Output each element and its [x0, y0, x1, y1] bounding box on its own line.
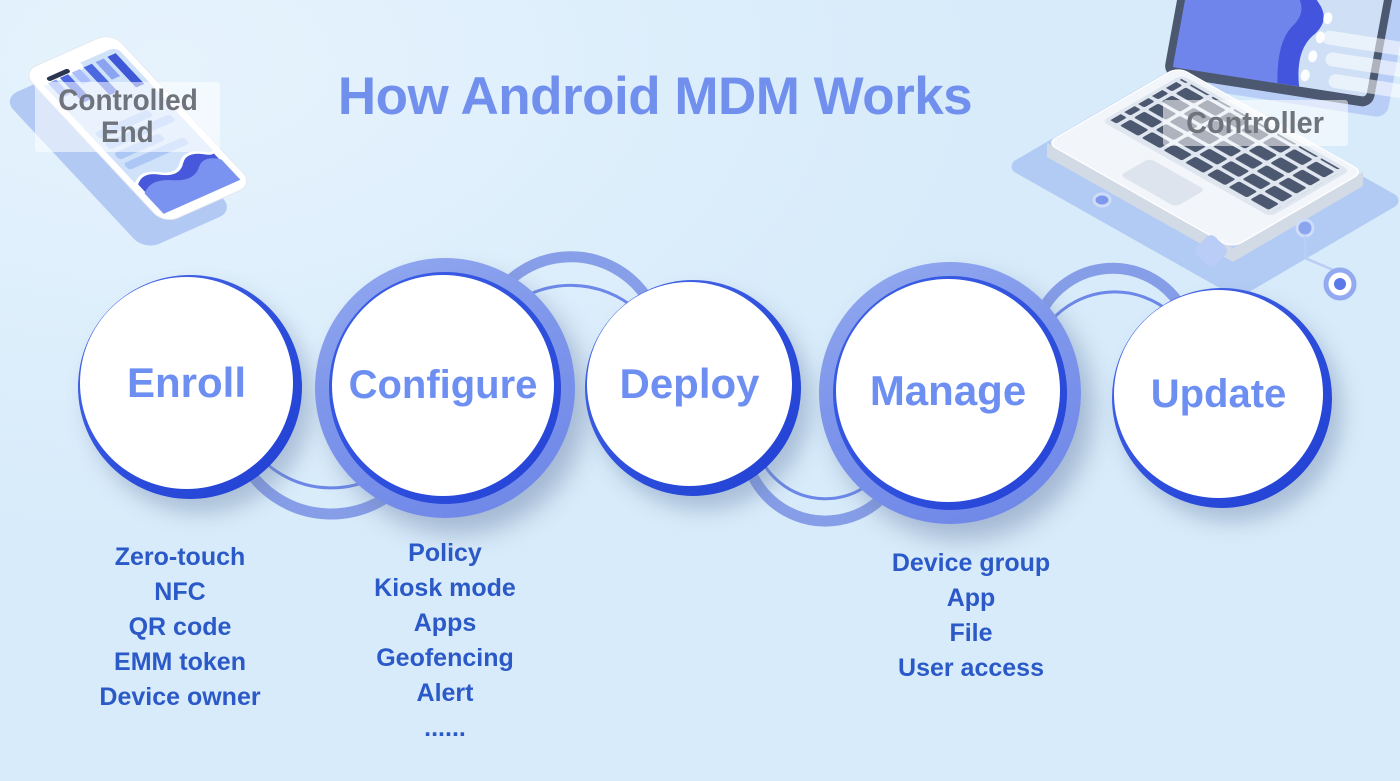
controlled-end-label: Controlled End: [35, 82, 220, 152]
step-circle-deploy: Deploy: [585, 280, 801, 496]
page-title: How Android MDM Works: [337, 67, 973, 126]
list-item: QR code: [128, 613, 232, 641]
controller-label: Controller: [1163, 100, 1348, 146]
laptop-screen: [1165, 0, 1400, 117]
circuit-trace: [1303, 236, 1339, 274]
circuit-ring-node-core: [1334, 278, 1346, 290]
step-circle-manage-face: Manage: [836, 279, 1060, 502]
list-item: Device owner: [99, 683, 261, 711]
step-circle-enroll-face: Enroll: [80, 277, 293, 489]
list-item: File: [949, 619, 993, 647]
step-circle-configure-face: Configure: [332, 275, 554, 496]
list-item: NFC: [154, 578, 206, 606]
list-item: User access: [898, 654, 1044, 682]
step-circle-update: Update: [1112, 288, 1332, 508]
controlled-end-label-line2: End: [101, 116, 154, 149]
phone-speaker-slit: [46, 69, 70, 81]
list-item: Alert: [416, 679, 474, 707]
list-item: App: [946, 584, 996, 612]
list-item: Geofencing: [376, 644, 514, 672]
step-circle-enroll: Enroll: [78, 275, 302, 499]
laptop-screen-dots: [1300, 12, 1333, 82]
circuit-decoration: [1092, 192, 1357, 301]
step-circle-manage-ring: Manage: [833, 276, 1067, 510]
laptop-illustration: [1011, 0, 1400, 301]
circuit-node-small-right: [1295, 218, 1315, 238]
controller-label-text: Controller: [1186, 105, 1325, 140]
list-item: EMM token: [114, 648, 246, 676]
step-circle-configure: Configure: [315, 258, 575, 518]
enroll-method-list: Zero-touch NFC QR code EMM token Device …: [40, 540, 320, 715]
step-circle-configure-ring: Configure: [329, 272, 561, 504]
manage-method-list: Device group App File User access: [831, 546, 1111, 686]
list-item: Zero-touch: [114, 543, 246, 571]
step-label-enroll: Enroll: [126, 359, 246, 406]
laptop-wave-light: [1172, 0, 1326, 84]
list-item: Apps: [413, 609, 477, 637]
configure-method-list: Policy Kiosk mode Apps Geofencing Alert …: [305, 536, 585, 746]
step-label-deploy: Deploy: [619, 360, 760, 407]
connector-arc-4: [1034, 262, 1186, 324]
step-circle-manage: Manage: [819, 262, 1081, 524]
laptop-base-side: [1047, 143, 1363, 262]
step-label-configure: Configure: [348, 363, 538, 407]
step-circle-deploy-face: Deploy: [587, 282, 792, 486]
circuit-diamond: [1195, 235, 1227, 267]
touchpad: [1122, 159, 1203, 206]
list-item: ......: [424, 714, 466, 742]
controlled-end-label-line1: Controlled: [57, 84, 198, 117]
step-label-update: Update: [1150, 371, 1287, 416]
step-label-manage: Manage: [869, 366, 1027, 414]
list-item: Device group: [891, 549, 1051, 577]
list-item: Policy: [408, 539, 482, 567]
list-item: Kiosk mode: [374, 574, 516, 602]
phone-wave-graphic: [134, 148, 243, 216]
step-circle-update-face: Update: [1114, 290, 1323, 498]
circuit-node-small-left: [1092, 192, 1112, 208]
